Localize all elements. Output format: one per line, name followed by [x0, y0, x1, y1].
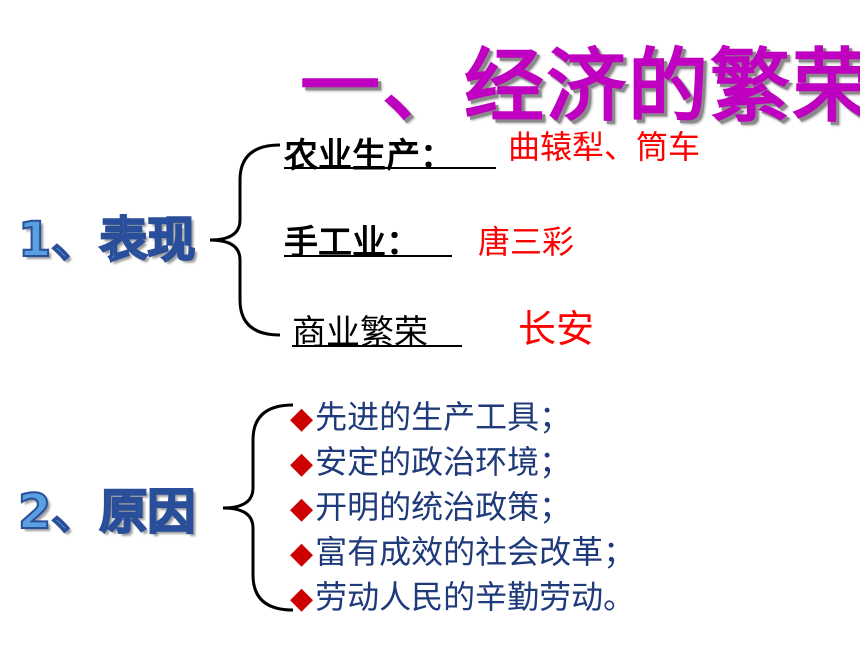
item-commerce-value: 长安	[518, 307, 595, 351]
reason-item: ◆安定的政治环境；	[290, 443, 572, 481]
underline-agriculture	[284, 167, 496, 169]
diamond-icon: ◆	[290, 536, 314, 571]
diamond-icon: ◆	[290, 446, 314, 481]
section-label-reasons: 2、原因	[17, 483, 196, 541]
reason-item: ◆先进的生产工具；	[290, 398, 572, 436]
brace-section-2	[222, 403, 294, 612]
diamond-icon: ◆	[290, 401, 314, 436]
underline-commerce	[292, 345, 462, 347]
section-label-manifestation: 1、表现	[17, 211, 196, 269]
item-agriculture-value: 曲辕犁、筒车	[508, 128, 701, 166]
underline-handicraft	[284, 255, 452, 257]
item-handicraft-value: 唐三彩	[478, 223, 575, 261]
reason-item: ◆开明的统治政策；	[290, 488, 572, 526]
reason-item: ◆富有成效的社会改革；	[290, 533, 636, 571]
diamond-icon: ◆	[290, 491, 314, 526]
page-title: 一、经济的繁荣	[300, 40, 860, 133]
brace-section-1	[209, 143, 281, 337]
diamond-icon: ◆	[290, 581, 314, 616]
item-agriculture-label: 农业生产：	[284, 136, 454, 176]
reason-item: ◆劳动人民的辛勤劳动。	[290, 578, 636, 616]
